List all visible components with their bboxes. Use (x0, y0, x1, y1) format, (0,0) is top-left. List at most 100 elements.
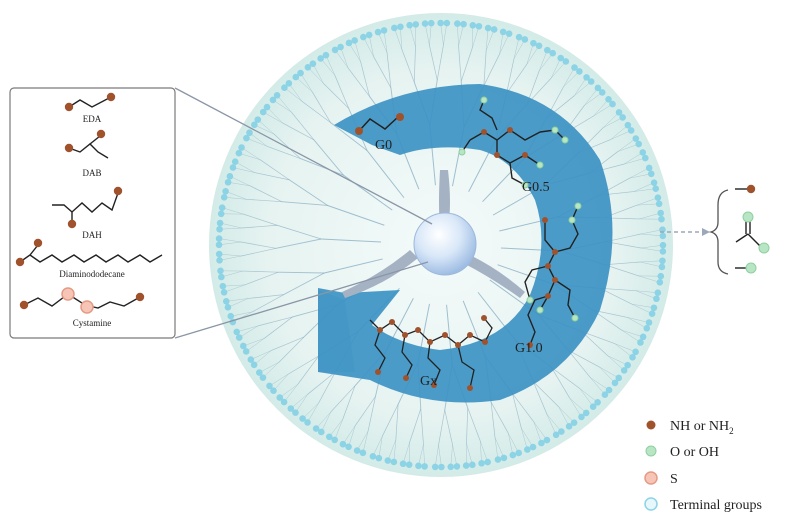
branch-line (563, 71, 580, 88)
branch-line (640, 261, 662, 268)
atom-dot (442, 332, 448, 338)
branch-line (312, 91, 331, 123)
terminal-group-dot (494, 456, 502, 463)
terminal-group-dot (317, 55, 324, 62)
terminal-group-dot (399, 460, 407, 468)
branch-line (269, 373, 289, 387)
branch-line (450, 444, 453, 467)
dah-n2 (113, 186, 123, 196)
branch-line (635, 290, 658, 293)
branch-line (627, 317, 647, 329)
branch-line (635, 290, 657, 299)
terminal-group-dot (273, 91, 281, 99)
branch-line (283, 384, 298, 403)
terminal-group-dot (629, 353, 636, 361)
branch-line (278, 336, 305, 363)
branch-line (236, 325, 259, 333)
terminal-group-dot (292, 73, 300, 81)
legend-sulfur-swatch (644, 471, 658, 485)
atom-dot (536, 306, 544, 314)
terminal-group-dot (369, 452, 377, 460)
terminal-group-dot (490, 26, 498, 33)
branch-line (281, 201, 328, 206)
branch-line (273, 373, 289, 391)
terminal-group-dot (637, 339, 644, 346)
label-gx: Gx (420, 374, 437, 389)
terminal-group-dot (645, 319, 653, 326)
branch-line (253, 350, 272, 366)
terminal-group-dot (297, 69, 304, 77)
terminal-group-dot (650, 304, 658, 312)
branch-line (409, 25, 416, 47)
terminal-group-dot (552, 431, 560, 439)
detail-carbonyl-o (742, 211, 754, 223)
terminal-group-dot (632, 135, 640, 142)
branch-line (240, 241, 277, 249)
branch-line (533, 381, 559, 407)
terminal-group-dot (500, 454, 508, 462)
branch-line (638, 275, 660, 283)
legend-nitrogen-swatch (646, 420, 656, 430)
branch-line (377, 32, 388, 53)
atom-dot (552, 277, 558, 283)
branch-line (636, 197, 658, 206)
branch-line (334, 75, 349, 109)
terminal-group-dot (538, 439, 545, 447)
terminal-group-dot (659, 257, 666, 265)
terminal-group-dot (216, 219, 224, 227)
terminal-group-dot (639, 333, 647, 341)
branch-line (499, 31, 504, 54)
branch-line (249, 185, 282, 203)
branch-line (640, 229, 663, 235)
terminal-group-dot (641, 154, 649, 162)
detail-oxygen-atom (745, 262, 757, 274)
branch-line (429, 23, 432, 46)
branch-line (274, 134, 301, 159)
g0-atom-n2 (396, 113, 404, 121)
branch-line (218, 241, 242, 246)
branch-line (307, 371, 336, 395)
branch-line (327, 205, 385, 226)
branch-line (224, 197, 247, 200)
branch-line (290, 393, 308, 409)
branch-line (263, 316, 293, 339)
branch-line (266, 145, 301, 159)
terminal-group-dot (292, 409, 299, 416)
terminal-group-dot (405, 461, 413, 469)
terminal-group-dot (557, 54, 564, 62)
terminal-group-dot (299, 415, 306, 422)
branch-line (282, 122, 315, 141)
branch-line (241, 224, 278, 229)
terminal-group-dot (462, 462, 470, 469)
terminal-group-dot (218, 273, 225, 281)
terminal-group-dot (515, 449, 522, 457)
inset-label-dah: DAH (82, 230, 102, 240)
branch-line (466, 407, 469, 444)
terminal-group-dot (598, 89, 606, 96)
terminal-group-dot (384, 457, 392, 464)
terminal-group-dot (259, 374, 267, 381)
branch-line (394, 27, 402, 49)
branch-line (289, 179, 328, 206)
branch-line (302, 402, 319, 419)
atom-dot (481, 129, 487, 135)
branch-line (373, 56, 392, 88)
branch-line (321, 411, 332, 433)
terminal-group-dot (270, 387, 277, 394)
branch-line (629, 173, 652, 179)
inset-box (9, 87, 176, 339)
branch-line (300, 72, 313, 93)
g0-atom-n1 (355, 127, 363, 135)
branch-line (382, 404, 399, 437)
branch-line (386, 52, 392, 88)
branch-line (457, 23, 459, 46)
branch-line (423, 444, 425, 467)
terminal-group-dot (624, 121, 632, 129)
branch-line (604, 261, 641, 266)
branch-line (378, 436, 383, 459)
terminal-group-dot (469, 461, 476, 469)
branch-line (368, 34, 374, 57)
atom-dot (551, 126, 559, 134)
branch-line (607, 355, 625, 371)
branch-line (604, 264, 639, 277)
